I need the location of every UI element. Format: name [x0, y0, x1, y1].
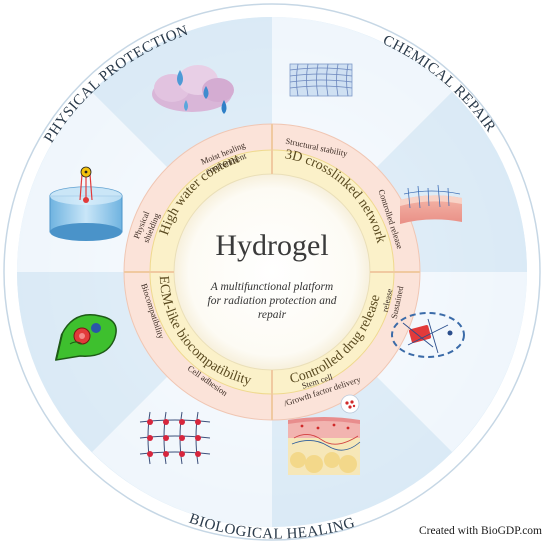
mesh-network-icon [289, 63, 353, 97]
ring-dividers [124, 124, 420, 420]
cell-network-icon [139, 411, 211, 465]
function-sustained-2: release [380, 288, 395, 313]
radiation-shield-icon [49, 166, 123, 241]
green-cell-icon [55, 314, 117, 361]
subtitle-line-3: repair [258, 309, 287, 321]
subtitle-line-2: for radiation protection and [208, 295, 337, 307]
title-hydrogel: Hydrogel [215, 229, 328, 262]
cloud-drops-icon [152, 65, 234, 114]
skin-section-icon [288, 394, 361, 475]
credit-text: Created with BioGDP.com [419, 525, 542, 537]
outer-ring [3, 3, 541, 541]
drug-release-particle-icon [391, 312, 465, 358]
subtitle-line-1: A multifunctional platform [210, 281, 333, 293]
skin-tissue-icon [400, 184, 462, 224]
center-disc [173, 173, 371, 371]
